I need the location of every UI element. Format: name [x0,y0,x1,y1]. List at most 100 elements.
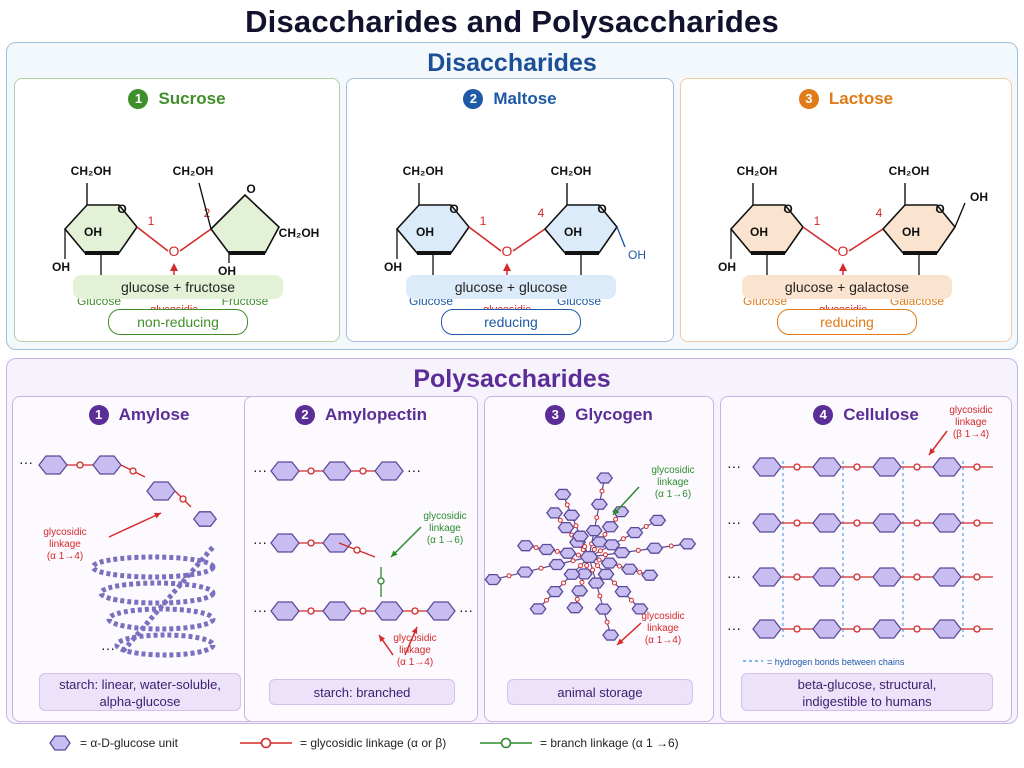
note-line: beta-glucose, structural, [797,677,937,692]
glucose-unit [594,603,612,615]
ring-oxygen: O [597,202,606,216]
property-note: starch: linear, water-soluble,alpha-gluc… [39,673,241,711]
carbon-number: 1 [480,214,487,228]
linkage-oxygen: O [169,243,180,259]
glucose-unit [752,457,782,477]
glucose-unit [270,533,300,553]
polysaccharide-name: Cellulose [843,405,919,424]
ring-oxygen: O [783,202,792,216]
glucose-unit [566,602,584,614]
glucose-unit [812,619,842,639]
glucose-unit [585,525,603,537]
linkage-label: linkage [647,623,679,634]
pointer-arrow [390,526,422,558]
number-badge: 2 [294,405,315,425]
atom-label: CH₂OH [889,164,930,178]
fructose-ring [209,193,280,254]
property-chip: non-reducing [108,309,248,335]
svg-text:···: ··· [459,602,473,618]
atom-label: OH [384,260,402,274]
linkage-label: linkage [399,645,431,656]
glucose-unit [548,558,566,571]
pointer-arrow [108,512,162,538]
ring-oxygen: O [449,202,458,216]
glucose-unit [812,457,842,477]
legend-glucose-unit: = α-D-glucose unit [46,734,178,752]
glucose-unit [538,543,556,556]
number-badge: 3 [798,89,819,109]
glucose-unit [374,461,404,481]
glucose-unit [603,539,621,551]
glucose-unit [872,513,902,533]
glycosidic-link-icon [240,737,292,749]
atom-label: OH [970,190,988,204]
atom-label: CH₂OH [71,164,112,178]
svg-text:···: ··· [19,454,33,470]
ring-oxygen: O [117,202,126,216]
glucose-unit [322,461,352,481]
glucose-unit [426,601,456,621]
glucose-unit [631,603,649,615]
polysaccharide-name: Glycogen [575,405,653,424]
atom-label: OH [52,260,70,274]
glucose-unit [546,585,564,598]
ring-oxygen: O [935,202,944,216]
atom-label: OH [84,225,102,239]
glucose-unit [626,526,644,539]
legend-branch: = branch linkage (α 1 →6) [478,734,679,752]
note-line: indigestible to humans [802,694,932,709]
glucose-unit [641,569,659,581]
atom-label: OH [750,225,768,239]
branch-link-icon [480,737,532,749]
property-note: starch: branched [269,679,455,705]
glucose-unit [146,481,176,501]
glucose-unit [587,577,605,589]
number-badge: 1 [128,89,149,109]
atom-label: CH₂OH [173,164,214,178]
glucose-unit [646,542,664,554]
linkage-oxygen: O [838,243,849,259]
glucose-unit [649,514,667,526]
linkage-label: (α 1→4) [47,551,83,562]
glucose-unit [614,585,632,598]
number-badge: 1 [88,405,109,425]
glucose-unit [932,457,962,477]
linkage-label: (α 1→4) [645,635,681,646]
atom-label: CH₂OH [403,164,444,178]
glucose-unit [571,585,589,597]
linkage-label: glycosidic [393,633,436,644]
number-badge: 2 [463,89,484,109]
svg-text:···: ··· [101,640,115,656]
linkage-label: glycosidic [43,527,86,538]
svg-text:···: ··· [727,458,741,474]
linkage-label: glycosidic [949,405,992,416]
card-title: 2 Maltose [347,89,673,109]
atom-label: OH [718,260,736,274]
composition-pill: glucose + glucose [406,275,616,299]
glucose-unit [579,550,599,564]
glucose-unit [270,461,300,481]
linkage-label: (β 1→4) [953,429,989,440]
glucose-unit [374,601,404,621]
glucose-unit [554,488,572,500]
number-badge: 4 [813,405,834,425]
helix-turn [106,606,216,632]
glucose-unit [571,530,589,542]
helix-turn [98,580,216,606]
legend-glycosidic-label: = glycosidic linkage (α or β) [300,736,447,750]
disaccharide-name: Maltose [493,89,557,108]
glucose-unit [270,601,300,621]
branch-linkage-label: linkage [657,477,689,488]
branch-linkage-label: (α 1→6) [655,489,691,500]
glucose-unit [597,568,615,580]
glucose-unit [563,568,581,580]
glucose-unit [322,601,352,621]
atom-label: OH [902,225,920,239]
note-line: alpha-glucose [99,694,181,709]
glucose-unit [872,567,902,587]
property-note: beta-glucose, structural, indigestible to… [741,673,993,711]
